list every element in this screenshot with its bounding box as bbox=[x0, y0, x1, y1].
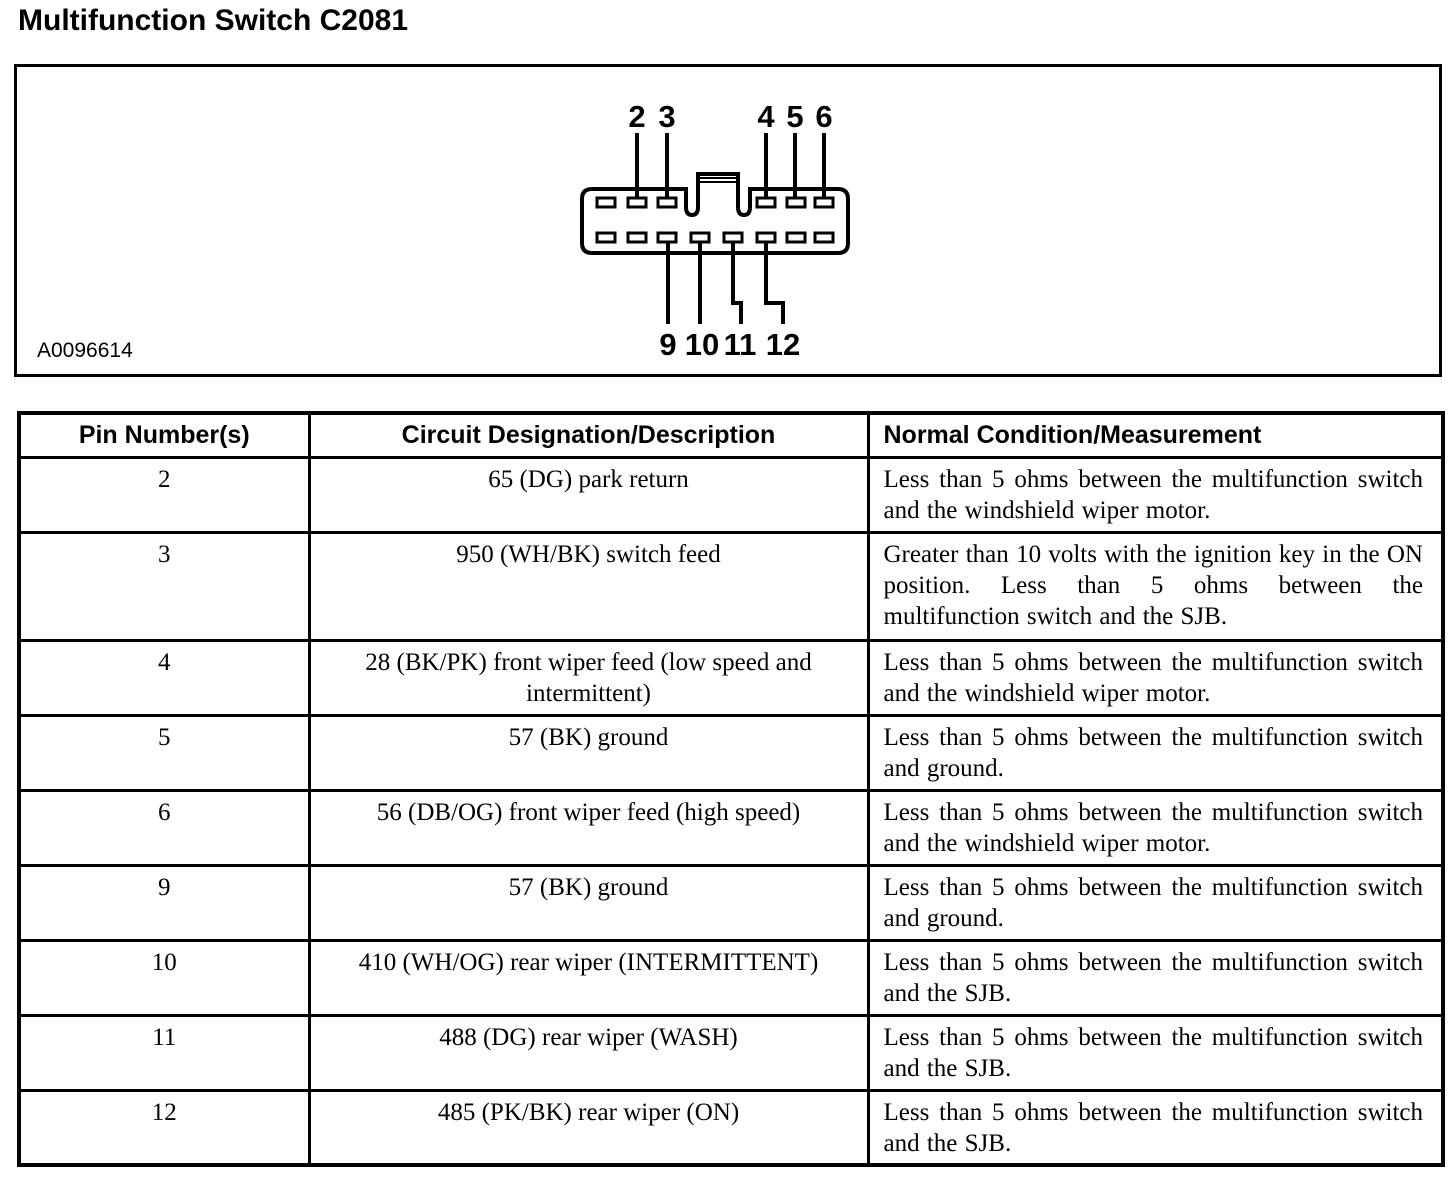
circuit-cell: 488 (DG) rear wiper (WASH) bbox=[307, 1013, 870, 1092]
pin-label-4: 4 bbox=[757, 99, 775, 134]
condition-cell: Less than 5 ohms between the multifuncti… bbox=[866, 455, 1445, 534]
pin-cell: 9 bbox=[17, 863, 311, 942]
circuit-cell: 28 (BK/PK) front wiper feed (low speed a… bbox=[307, 638, 870, 717]
pin-cell: 4 bbox=[17, 638, 311, 717]
table-row-pin-10: 10 410 (WH/OG) rear wiper (INTERMITTENT)… bbox=[17, 938, 1445, 1017]
pin-label-3: 3 bbox=[658, 99, 675, 134]
pin-cavities-bottom-row bbox=[595, 231, 835, 244]
pin-cell: 2 bbox=[17, 455, 311, 534]
condition-cell: Less than 5 ohms between the multifuncti… bbox=[866, 788, 1445, 867]
condition-cell: Less than 5 ohms between the multifuncti… bbox=[866, 1013, 1445, 1092]
table-row-pin-9: 9 57 (BK) ground Less than 5 ohms betwee… bbox=[17, 863, 1445, 942]
table-row-pin-2: 2 65 (DG) park return Less than 5 ohms b… bbox=[17, 455, 1445, 534]
leader-lines-bottom bbox=[666, 242, 785, 324]
pin-cell: 12 bbox=[17, 1088, 311, 1167]
pin-label-2: 2 bbox=[628, 99, 645, 134]
pin-cell: 5 bbox=[17, 713, 311, 792]
header-pin-numbers: Pin Number(s) bbox=[17, 411, 311, 459]
circuit-cell: 57 (BK) ground bbox=[307, 713, 870, 792]
circuit-cell: 57 (BK) ground bbox=[307, 863, 870, 942]
table-row-pin-6: 6 56 (DB/OG) front wiper feed (high spee… bbox=[17, 788, 1445, 867]
header-normal-condition: Normal Condition/Measurement bbox=[866, 411, 1445, 459]
pin-cell: 3 bbox=[17, 530, 311, 642]
pin-label-12: 12 bbox=[766, 327, 800, 362]
page-title: Multifunction Switch C2081 bbox=[18, 4, 409, 37]
connector-body bbox=[580, 172, 850, 255]
header-circuit-designation: Circuit Designation/Description bbox=[307, 411, 870, 459]
pin-cavities-top-row bbox=[595, 196, 835, 209]
condition-cell: Less than 5 ohms between the multifuncti… bbox=[866, 638, 1445, 717]
circuit-cell: 56 (DB/OG) front wiper feed (high speed) bbox=[307, 788, 870, 867]
pin-cell: 6 bbox=[17, 788, 311, 867]
connector-pinout-diagram: 2 3 4 5 6 9 10 11 12 A0096614 bbox=[37, 99, 850, 362]
pin-measurement-table: Pin Number(s) Circuit Designation/Descri… bbox=[17, 411, 1445, 1167]
condition-cell: Less than 5 ohms between the multifuncti… bbox=[866, 938, 1445, 1017]
condition-cell: Less than 5 ohms between the multifuncti… bbox=[866, 713, 1445, 792]
pin-label-6: 6 bbox=[815, 99, 832, 134]
table-row-pin-3: 3 950 (WH/BK) switch feed Greater than 1… bbox=[17, 530, 1445, 642]
figure-id-label: A0096614 bbox=[37, 339, 133, 362]
circuit-cell: 485 (PK/BK) rear wiper (ON) bbox=[307, 1088, 870, 1167]
table-header-row: Pin Number(s) Circuit Designation/Descri… bbox=[17, 411, 1445, 459]
connector-figure-frame: 2 3 4 5 6 9 10 11 12 A0096614 bbox=[14, 64, 1442, 377]
condition-cell: Less than 5 ohms between the multifuncti… bbox=[866, 1088, 1445, 1167]
leader-lines-top bbox=[635, 133, 826, 199]
pin-label-5: 5 bbox=[786, 99, 803, 134]
circuit-cell: 950 (WH/BK) switch feed bbox=[307, 530, 870, 642]
condition-cell: Greater than 10 volts with the ignition … bbox=[866, 530, 1445, 642]
pin-callout-labels: 2 3 4 5 6 9 10 11 12 bbox=[628, 99, 832, 362]
pin-label-10: 10 bbox=[685, 327, 719, 362]
table-row-pin-4: 4 28 (BK/PK) front wiper feed (low speed… bbox=[17, 638, 1445, 717]
pin-cell: 10 bbox=[17, 938, 311, 1017]
table-row-pin-12: 12 485 (PK/BK) rear wiper (ON) Less than… bbox=[17, 1088, 1445, 1167]
circuit-cell: 65 (DG) park return bbox=[307, 455, 870, 534]
pin-label-9: 9 bbox=[659, 327, 676, 362]
circuit-cell: 410 (WH/OG) rear wiper (INTERMITTENT) bbox=[307, 938, 870, 1017]
latch-tab-ridges bbox=[699, 177, 737, 183]
pin-cell: 11 bbox=[17, 1013, 311, 1092]
table-row-pin-11: 11 488 (DG) rear wiper (WASH) Less than … bbox=[17, 1013, 1445, 1092]
condition-cell: Less than 5 ohms between the multifuncti… bbox=[866, 863, 1445, 942]
pin-label-11: 11 bbox=[724, 327, 757, 362]
table-row-pin-5: 5 57 (BK) ground Less than 5 ohms betwee… bbox=[17, 713, 1445, 792]
